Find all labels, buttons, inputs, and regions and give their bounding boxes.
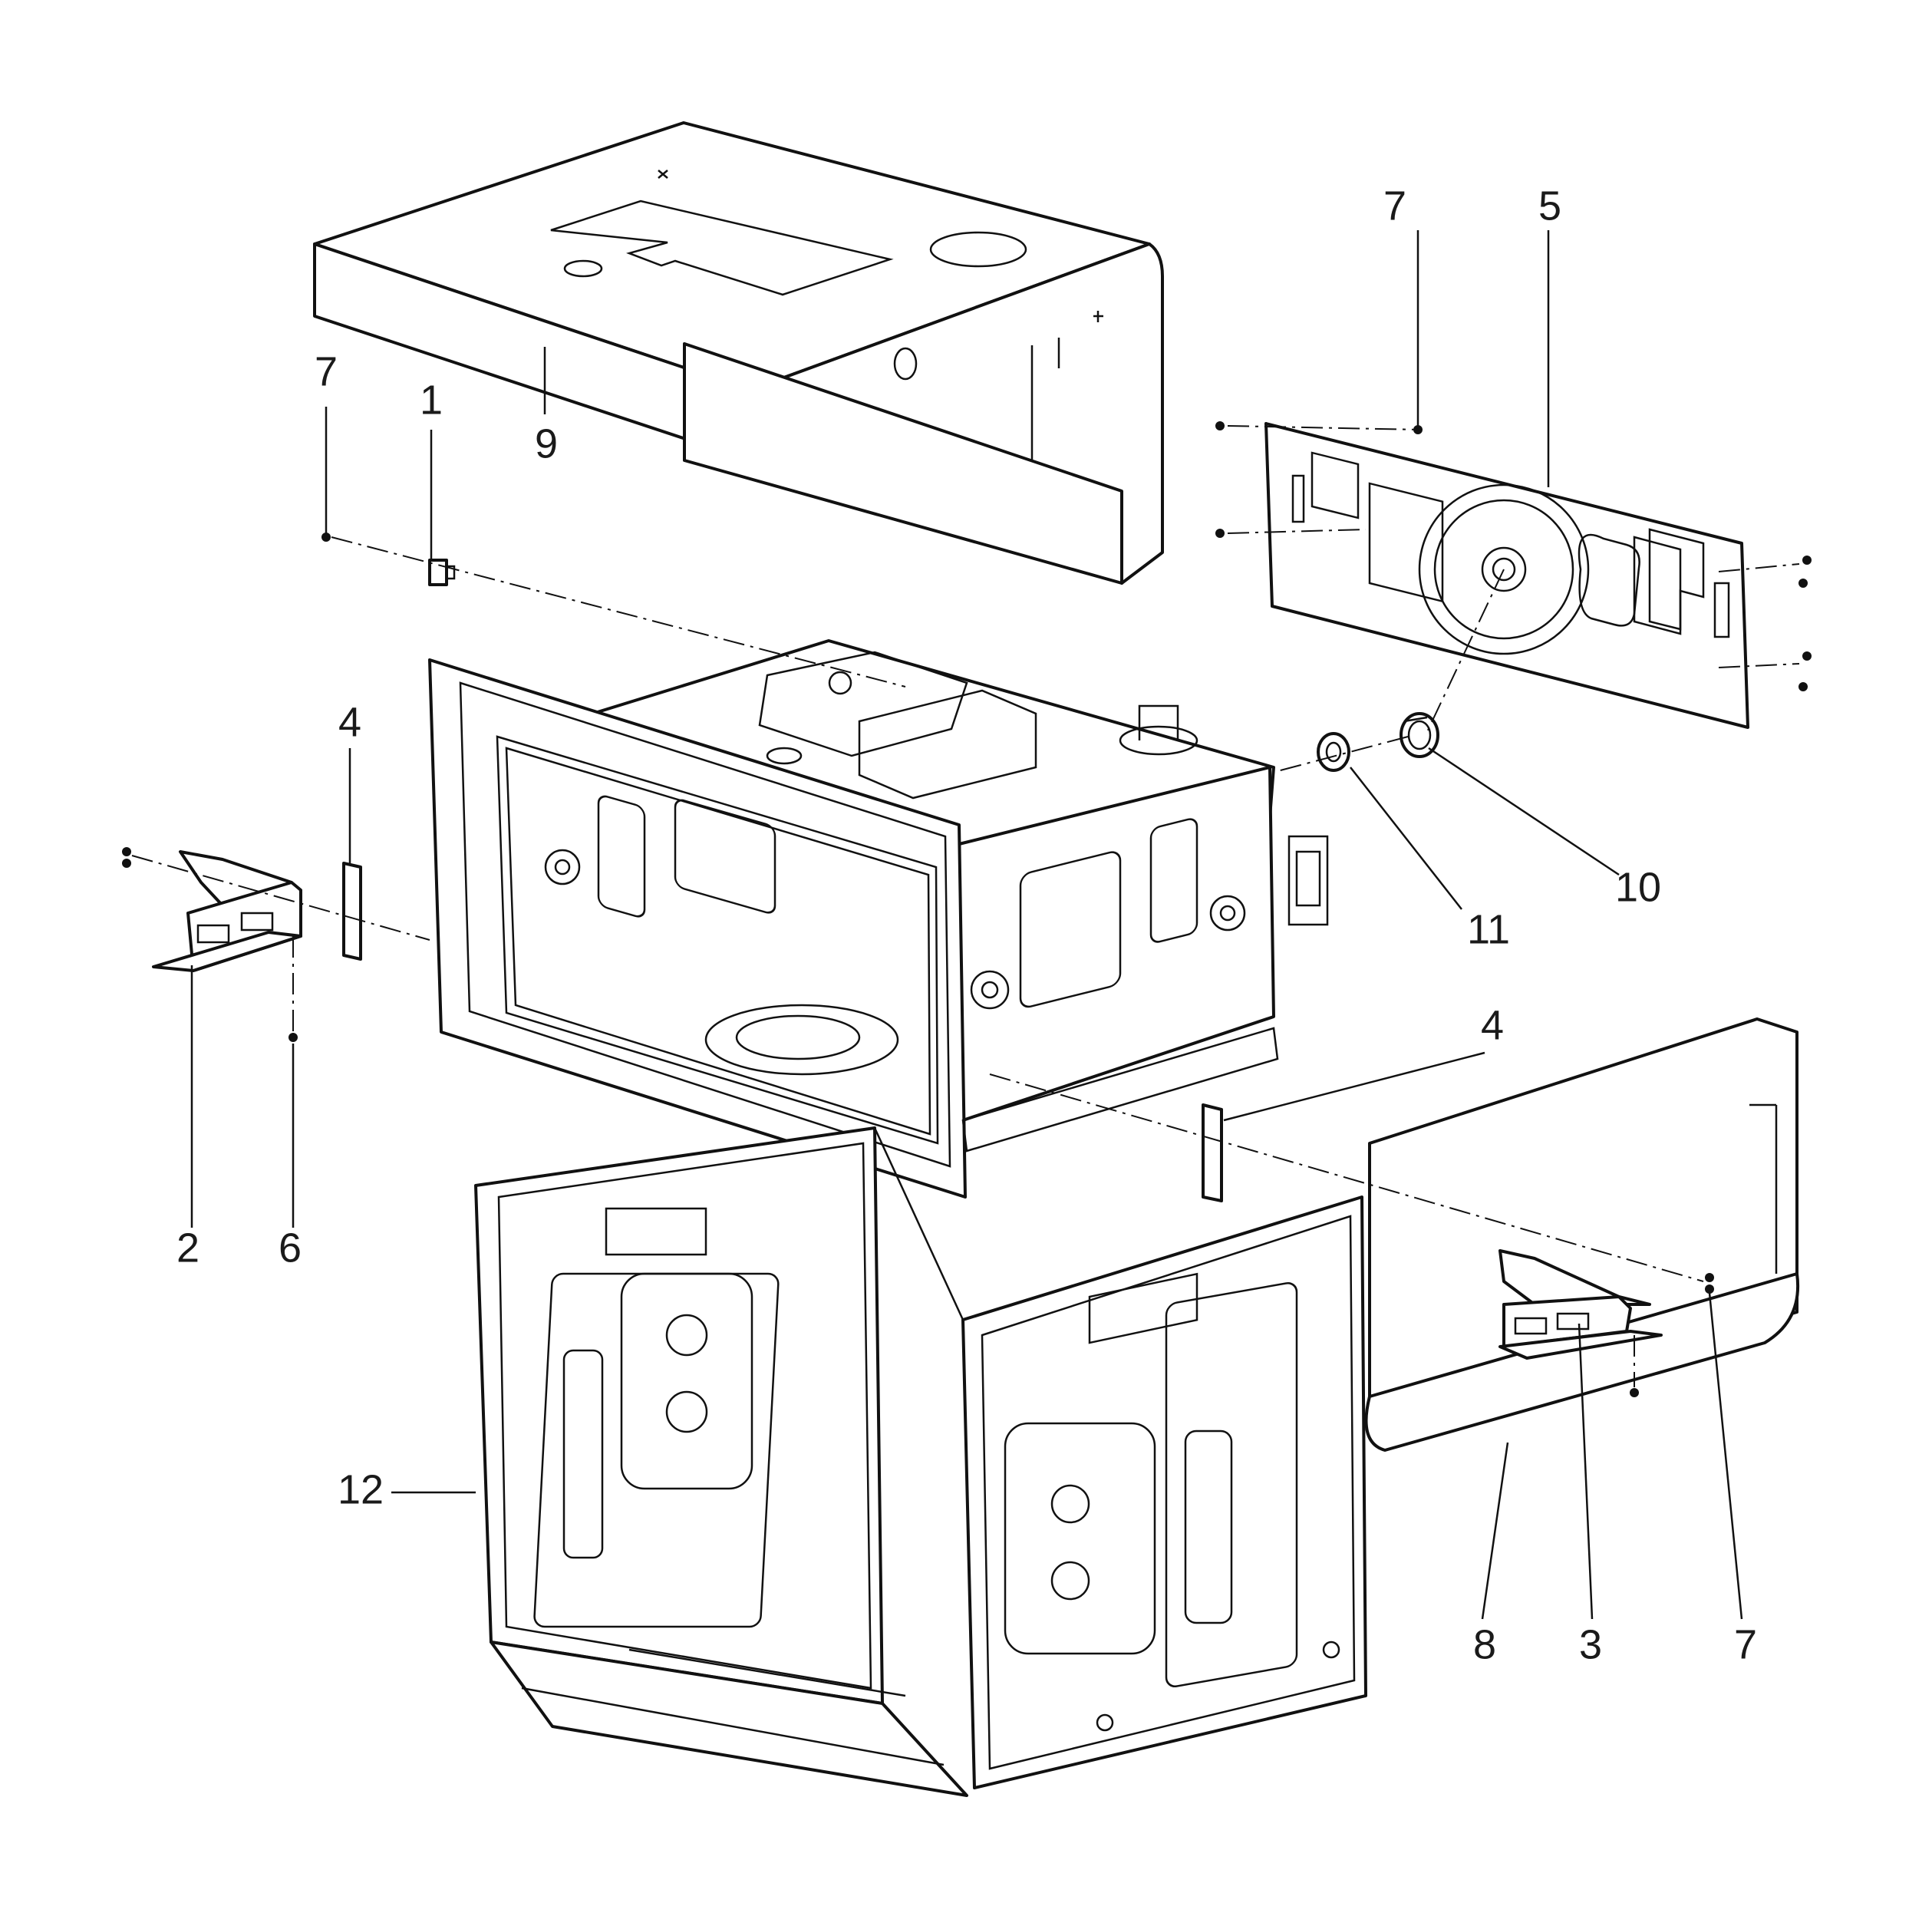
callout-4-right: 4 [1481, 1002, 1504, 1048]
part-oven-cavity [428, 639, 1329, 1199]
callout-5: 5 [1538, 183, 1561, 229]
leader-lines [190, 230, 1743, 1620]
part-top-cover [313, 121, 1164, 585]
callout-10: 10 [1615, 864, 1661, 910]
screws [122, 421, 1812, 1397]
callout-7-bottom-right: 7 [1734, 1621, 1757, 1667]
part-rear-duct [1364, 1017, 1799, 1452]
callout-8: 8 [1473, 1621, 1496, 1667]
callout-11: 11 [1467, 906, 1510, 952]
part-switch [428, 559, 456, 586]
callout-6: 6 [279, 1225, 302, 1271]
part-washer [1317, 732, 1350, 772]
callout-7-top-left: 7 [315, 348, 338, 394]
callout-7-top-right: 7 [1383, 183, 1406, 229]
part-back-plate [1264, 422, 1749, 729]
part-shim-left [342, 862, 362, 961]
callout-4-left: 4 [338, 699, 361, 745]
callout-1: 1 [420, 377, 443, 423]
assembly-lines [131, 425, 1800, 1387]
part-left-bracket [152, 850, 302, 972]
part-shim-right [1202, 1103, 1223, 1202]
callout-12: 12 [338, 1466, 384, 1512]
callout-9: 9 [535, 420, 558, 467]
part-outer-casing [474, 1126, 1367, 1797]
callout-labels: 9 7 1 7 5 4 11 10 4 2 6 12 8 3 7 [176, 183, 1757, 1667]
callout-3: 3 [1579, 1621, 1602, 1667]
callout-2: 2 [176, 1225, 199, 1271]
part-bushing [1400, 712, 1439, 758]
